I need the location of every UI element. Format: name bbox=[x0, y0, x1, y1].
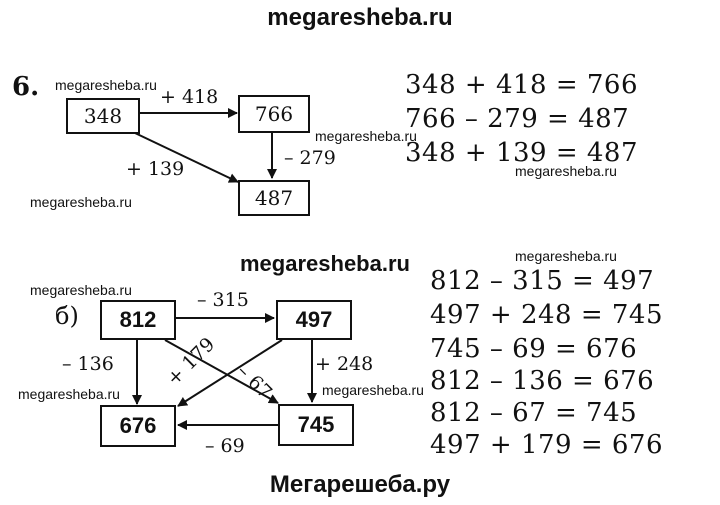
equation: 812 – 136 = 676 bbox=[430, 366, 655, 396]
number-box-487: 487 bbox=[238, 180, 310, 216]
watermark-small: megaresheba.ru bbox=[18, 386, 120, 402]
watermark-small: megaresheba.ru bbox=[30, 194, 132, 210]
equation: 745 – 69 = 676 bbox=[430, 334, 638, 364]
operation-label: – 315 bbox=[197, 289, 249, 311]
number-box-348: 348 bbox=[66, 98, 140, 134]
operation-label: + 418 bbox=[160, 86, 219, 108]
equation: 766 – 279 = 487 bbox=[405, 104, 630, 134]
equation: 497 + 248 = 745 bbox=[430, 300, 664, 330]
operation-label: + 139 bbox=[126, 158, 185, 180]
watermark-small: megaresheba.ru bbox=[515, 248, 617, 264]
operation-label: – 279 bbox=[284, 147, 336, 169]
number-box-812: 812 bbox=[100, 300, 176, 340]
equation: 348 + 418 = 766 bbox=[405, 70, 639, 100]
watermark-small: megaresheba.ru bbox=[30, 282, 132, 298]
number-box-766: 766 bbox=[238, 95, 310, 133]
watermark-small: megaresheba.ru bbox=[315, 128, 417, 144]
watermark-bottom: Мегарешеба.ру bbox=[269, 471, 451, 498]
equation: 812 – 67 = 745 bbox=[430, 398, 638, 428]
watermark-small: megaresheba.ru bbox=[55, 77, 157, 93]
watermark-top: megaresheba.ru bbox=[267, 4, 453, 31]
watermark-small: megaresheba.ru bbox=[322, 382, 424, 398]
equation: 497 + 179 = 676 bbox=[430, 430, 664, 460]
watermark-small: megaresheba.ru bbox=[515, 163, 617, 179]
part-b-label: б) bbox=[55, 302, 79, 330]
operation-label: – 136 bbox=[62, 353, 114, 375]
operation-label: + 248 bbox=[315, 353, 374, 375]
arrow-348-487 bbox=[134, 132, 239, 183]
number-box-745: 745 bbox=[278, 404, 354, 446]
number-box-497: 497 bbox=[276, 300, 352, 340]
arrow-497-676 bbox=[177, 339, 283, 407]
task-number: 6. bbox=[12, 72, 40, 102]
watermark-middle: megaresheba.ru bbox=[240, 251, 410, 276]
arrow-812-745 bbox=[164, 339, 279, 404]
equation: 348 + 139 = 487 bbox=[405, 138, 639, 168]
equation: 812 – 315 = 497 bbox=[430, 266, 655, 296]
operation-label: – 69 bbox=[205, 435, 245, 457]
number-box-676: 676 bbox=[100, 405, 176, 447]
